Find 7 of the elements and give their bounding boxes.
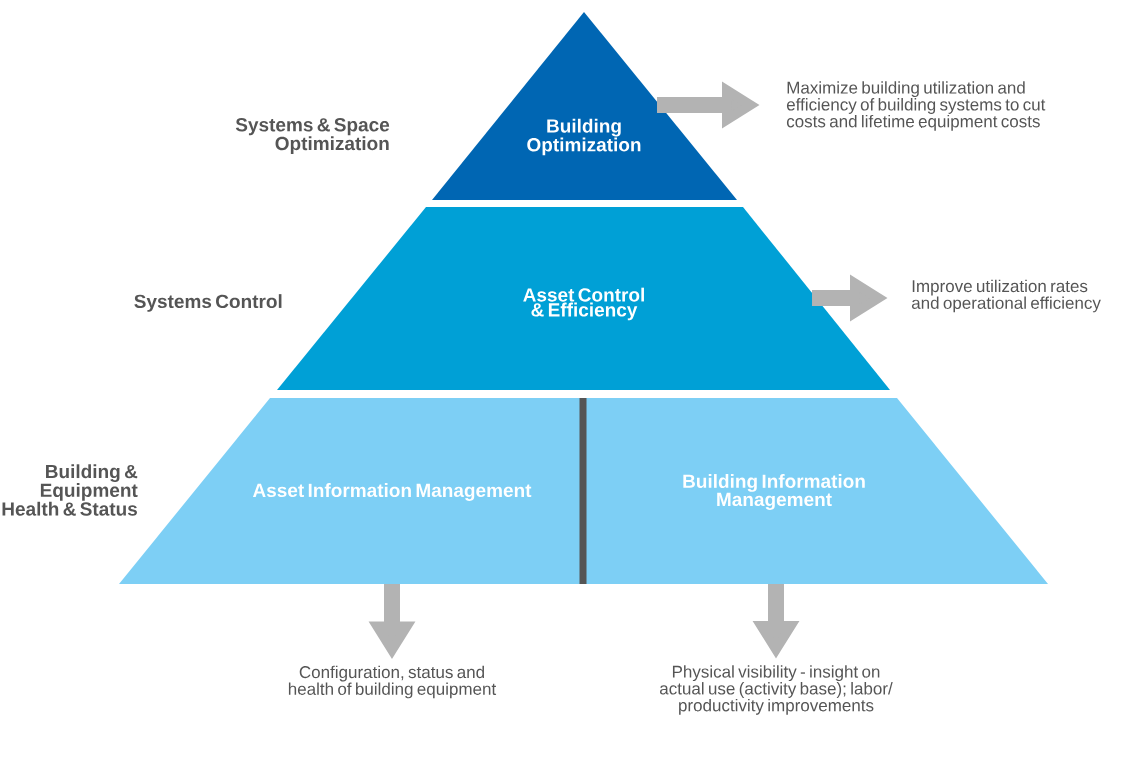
description-text: Configuration, status and health of building equipment <box>288 665 497 699</box>
description-text: Improve utilization rates and operational efficiency <box>911 279 1101 313</box>
description-text: Physical visibility - insight on actual use (activity base); labor/ productivity improvements <box>660 665 893 715</box>
side-label: Systems & Space Optimization <box>235 118 390 154</box>
description-text: Maximize building utilization and efficiency of building systems to cut costs and lifetime equipment costs <box>786 81 1046 131</box>
pyramid-tier: Building Information Management <box>583 398 1048 584</box>
pyramid-tier: Building Optimization <box>432 12 737 200</box>
